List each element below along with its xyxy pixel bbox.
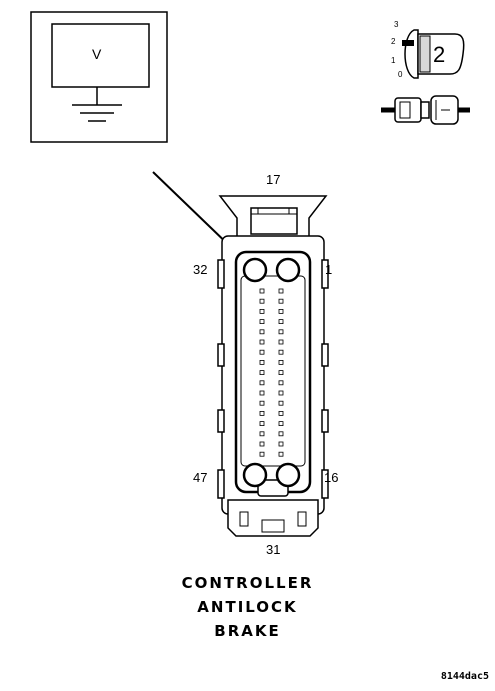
large-cavities (242, 257, 301, 488)
pin-cavity (278, 380, 284, 386)
pin-cavity (259, 451, 265, 457)
pin-cavity (259, 329, 265, 335)
voltmeter-outer-frame (30, 11, 168, 143)
voltmeter-display (51, 23, 150, 88)
cavity-1 (275, 257, 301, 283)
pin-cavity (278, 400, 284, 406)
pin-cavity (278, 359, 284, 365)
figure-code: 8144dac5 (440, 671, 489, 682)
ignition-position-0: 0 (398, 70, 403, 79)
pin-cavity (278, 431, 284, 437)
pin-cavity (259, 431, 265, 437)
pin-label-1: 1 (325, 262, 333, 277)
pin-cavity (278, 390, 284, 396)
voltmeter-label: V (92, 46, 102, 62)
caption-line-3: BRAKE (214, 622, 281, 640)
voltmeter-symbol (30, 11, 168, 143)
pin-cavity (259, 359, 265, 365)
pin-cavity (259, 319, 265, 325)
pin-cavity (259, 421, 265, 427)
pin-cavity (278, 441, 284, 447)
pin-cavity (278, 288, 284, 294)
pin-label-32: 32 (193, 262, 208, 277)
pin-cavity (259, 410, 265, 416)
pin-cavity (278, 410, 284, 416)
pin-label-17: 17 (266, 172, 281, 187)
connector-plug-icon (381, 95, 470, 125)
ignition-selected-position: 2 (433, 42, 446, 67)
caption-line-1: CONTROLLER (181, 574, 314, 592)
pin-cavity (259, 400, 265, 406)
connector-bottom-tab (227, 499, 319, 537)
pin-label-31: 31 (266, 542, 281, 557)
pin-cavity (278, 370, 284, 376)
pin-label-47: 47 (193, 470, 208, 485)
pin-cavity (259, 308, 265, 314)
pin-cavity (259, 390, 265, 396)
pin-label-16: 16 (324, 470, 339, 485)
cavity-32 (242, 257, 268, 283)
ignition-switch-icon (402, 29, 465, 79)
pin-cavity (278, 308, 284, 314)
pin-cavity (259, 339, 265, 345)
cavity-16 (275, 462, 301, 488)
pin-cavity (278, 339, 284, 345)
pin-cavity (278, 451, 284, 457)
pin-cavity (259, 441, 265, 447)
pin-cavity (278, 319, 284, 325)
ignition-position-1: 1 (391, 56, 396, 65)
caption-line-2: ANTILOCK (197, 598, 298, 616)
pin-cavity (278, 349, 284, 355)
pin-cavity (278, 298, 284, 304)
pin-cavity (259, 349, 265, 355)
pin-cavity (259, 298, 265, 304)
pin-cavity (259, 288, 265, 294)
ignition-position-3: 3 (394, 20, 399, 29)
pin-cavity (278, 421, 284, 427)
pin-cavity (278, 329, 284, 335)
pin-cavity (259, 370, 265, 376)
pin-cavity (259, 380, 265, 386)
pin-grid (259, 288, 284, 457)
abs-controller-connector (217, 195, 329, 537)
cavity-47 (242, 462, 268, 488)
ignition-position-2: 2 (391, 37, 396, 46)
